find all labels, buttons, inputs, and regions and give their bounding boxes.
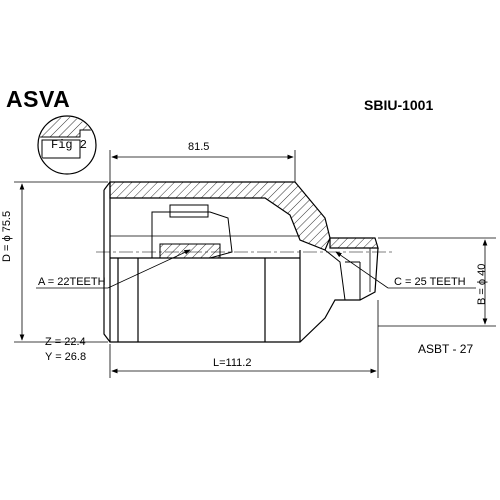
- part-number: SBIU-1001: [364, 97, 434, 113]
- leader-inner-teeth: [36, 249, 191, 289]
- outer-diameter-label: D = ϕ 75.5: [1, 210, 13, 262]
- top-length-label: 81.5: [188, 141, 210, 153]
- fig-label: Fig 2: [51, 138, 88, 152]
- dim-shaft-diameter: [378, 237, 496, 327]
- dim-total-length: [109, 300, 379, 378]
- dim-top-length: [109, 150, 296, 182]
- fig2-detail: [37, 115, 97, 175]
- cv-joint-body: [103, 181, 379, 343]
- z-value: Z = 22.4: [45, 336, 86, 348]
- leader-outer-teeth: [335, 251, 476, 289]
- housing-section: [109, 181, 331, 251]
- inner-teeth-label: A = 22TEETH: [38, 276, 106, 288]
- total-length-label: L=111.2: [213, 357, 252, 369]
- catalog-code: ASBT - 27: [418, 342, 474, 356]
- dim-outer-diameter: [14, 181, 108, 343]
- y-value: Y = 26.8: [45, 351, 87, 363]
- shaft-diameter-label: B = ϕ 40: [476, 263, 488, 305]
- brand-logo: ASVA: [6, 86, 71, 112]
- outer-teeth-label: C = 25 TEETH: [394, 276, 466, 288]
